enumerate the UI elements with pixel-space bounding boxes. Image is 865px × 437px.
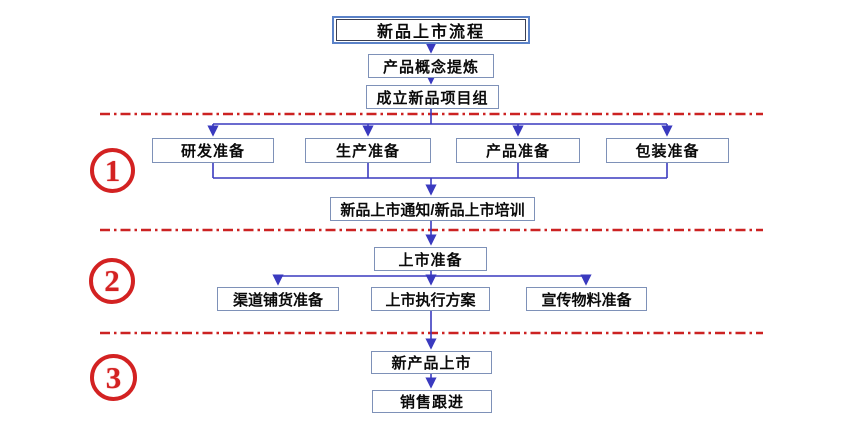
node-listing-prep: 上市准备 <box>374 247 487 271</box>
node-production-prep: 生产准备 <box>305 138 431 163</box>
stage-marker-3: 3 <box>90 354 137 401</box>
stage-marker-2: 2 <box>89 258 135 304</box>
connector-lines <box>207 42 673 389</box>
node-project-team: 成立新品项目组 <box>366 85 499 109</box>
node-launch-execution-plan: 上市执行方案 <box>371 287 490 311</box>
node-channel-stocking-prep: 渠道铺货准备 <box>217 287 339 311</box>
node-product-prep: 产品准备 <box>456 138 580 163</box>
stage-marker-1: 1 <box>90 148 135 193</box>
node-launch-process-title: 新品上市流程 <box>332 16 530 44</box>
node-sales-followup: 销售跟进 <box>372 390 492 413</box>
node-promo-materials-prep: 宣传物料准备 <box>526 287 647 311</box>
node-packaging-prep: 包装准备 <box>606 138 729 163</box>
node-concept-refinement: 产品概念提炼 <box>368 54 494 78</box>
node-launch-notice-training: 新品上市通知/新品上市培训 <box>330 197 535 221</box>
node-rd-prep: 研发准备 <box>152 138 274 163</box>
node-launch-process-title-label: 新品上市流程 <box>336 19 526 41</box>
node-new-product-launch: 新产品上市 <box>371 351 492 374</box>
